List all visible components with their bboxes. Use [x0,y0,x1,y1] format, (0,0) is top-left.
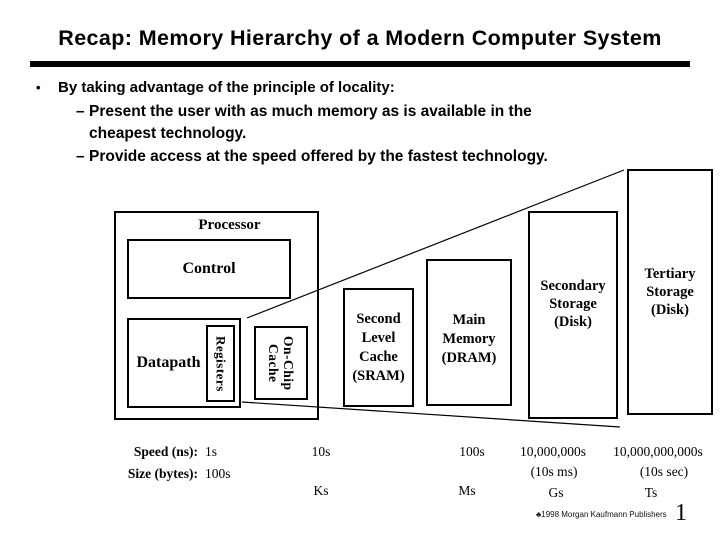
speed-subvalue-sec: (10s sec) [639,464,689,479]
control-label: Control [182,260,236,277]
page-number: 1 [675,500,687,526]
dash-glyph: – [76,103,85,120]
registers-box: Registers [206,325,235,402]
speed-subvalue-ms: (10s ms) [530,464,578,479]
size-unit-2: Gs [548,485,564,500]
speed-value-4: 10,000,000,000s [613,444,703,459]
size-unit-1: Ms [458,483,476,498]
dash-glyph: – [76,148,85,165]
bullet-item-sub1: – Present the user with as much memory a… [76,101,532,145]
main-memory-label: Main Memory (DRAM) [441,311,497,366]
second-level-cache-label: Second Level Cache (SRAM) [352,310,405,384]
speed-value-0: 1s [205,444,218,459]
page-title: Recap: Memory Hierarchy of a Modern Comp… [58,26,662,50]
speed-value-2: 100s [459,444,485,459]
registers-label: Registers [213,335,229,392]
on-chip-cache-label: On-Chip Cache [266,335,296,391]
main-memory-box: Main Memory (DRAM) [426,259,512,406]
processor-label: Processor [198,217,261,233]
speed-value-3: 10,000,000s [519,444,586,459]
bullet-text: By taking advantage of the principle of … [58,79,395,96]
datapath-label: Datapath [136,354,201,371]
bullet-text: Provide access at the speed offered by t… [89,148,548,165]
copyright-text: ♣1998 Morgan Kaufmann Publishers [536,510,667,519]
second-level-cache-box: Second Level Cache (SRAM) [343,288,414,407]
tertiary-storage-label: Tertiary Storage (Disk) [644,266,696,318]
secondary-storage-box: Secondary Storage (Disk) [528,211,618,419]
control-box: Control [127,239,291,299]
bullet-item-sub2: – Provide access at the speed offered by… [76,146,548,168]
bullet-item-main: • By taking advantage of the principle o… [36,77,395,99]
secondary-storage-label: Secondary Storage (Disk) [540,278,606,330]
size-unit-0: Ks [313,483,329,498]
size-row-label: Size (bytes): [127,466,198,481]
speed-value-1: 10s [311,444,331,459]
size-value-0: 100s [205,466,231,481]
bullet-text: Present the user with as much memory as … [89,103,532,142]
title-divider [30,61,690,67]
speed-row-label: Speed (ns): [133,444,198,459]
on-chip-cache-box: On-Chip Cache [254,326,308,400]
bullet-glyph: • [36,80,41,95]
size-unit-3: Ts [644,485,658,500]
tertiary-storage-box: Tertiary Storage (Disk) [627,169,713,415]
